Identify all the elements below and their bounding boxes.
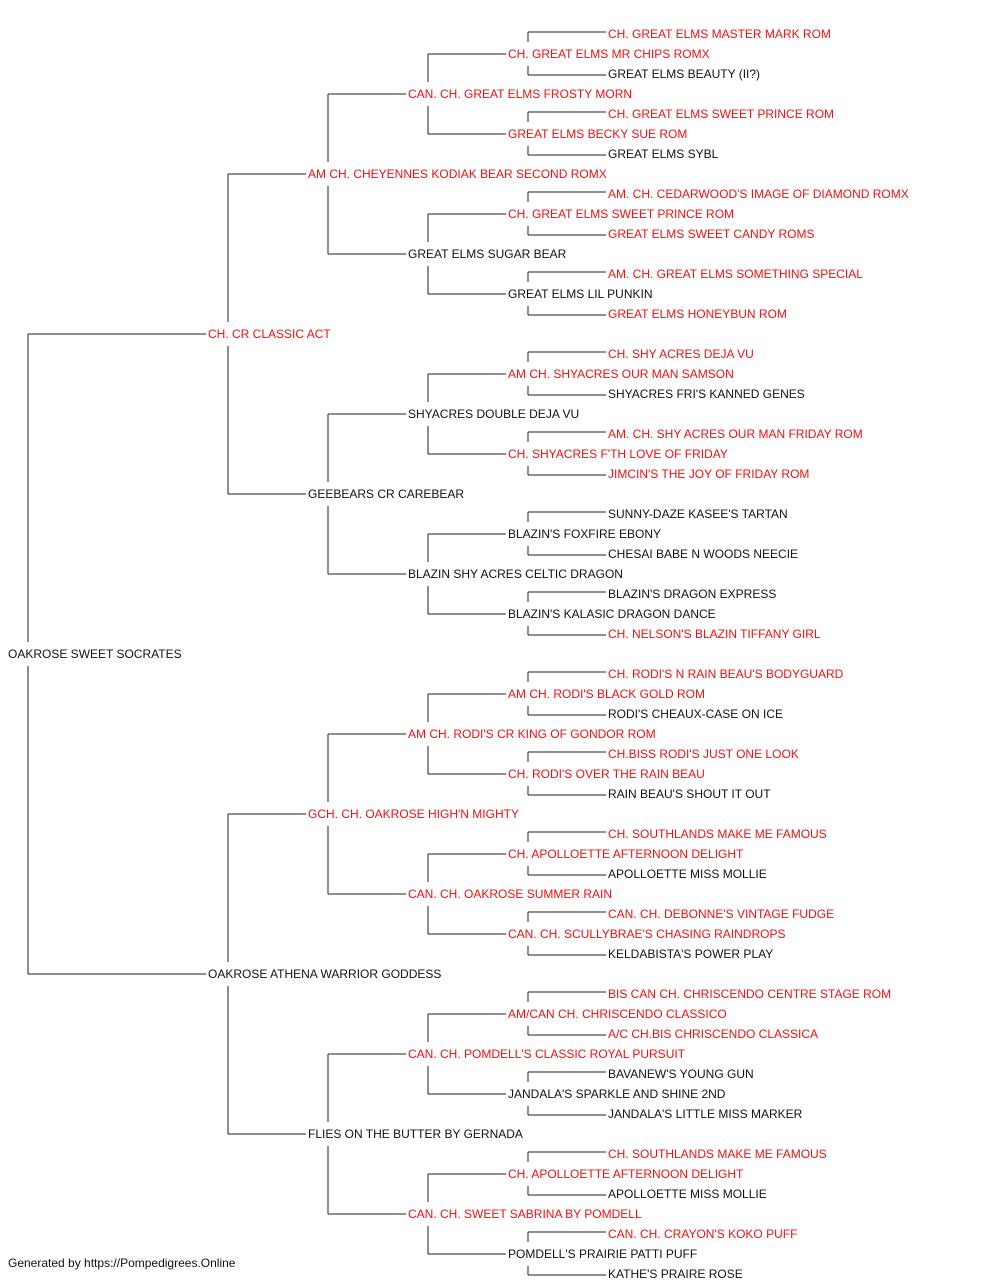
ancestor-name: SUNNY-DAZE KASEE'S TARTAN	[608, 507, 788, 521]
ancestor-name: AM CH. SHYACRES OUR MAN SAMSON	[508, 367, 734, 381]
ancestor-name: POMDELL'S PRAIRIE PATTI PUFF	[508, 1247, 697, 1261]
ancestor-name: CAN. CH. CRAYON'S KOKO PUFF	[608, 1227, 797, 1241]
ancestor-name: CH. GREAT ELMS MASTER MARK ROM	[608, 27, 831, 41]
ancestor-name: GCH. CH. OAKROSE HIGH'N MIGHTY	[308, 807, 519, 821]
ancestor-name: AM CH. CHEYENNES KODIAK BEAR SECOND ROMX	[308, 167, 607, 181]
ancestor-name: CH. CR CLASSIC ACT	[208, 327, 331, 341]
ancestor-name: GREAT ELMS BEAUTY (II?)	[608, 67, 760, 81]
ancestor-name: CAN. CH. SWEET SABRINA BY POMDELL	[408, 1207, 642, 1221]
ancestor-name: CH. SOUTHLANDS MAKE ME FAMOUS	[608, 1147, 827, 1161]
ancestor-name: KATHE'S PRAIRE ROSE	[608, 1267, 743, 1280]
ancestor-name: GREAT ELMS SYBL	[608, 147, 719, 161]
ancestor-name: FLIES ON THE BUTTER BY GERNADA	[308, 1127, 523, 1141]
ancestor-name: APOLLOETTE MISS MOLLIE	[608, 867, 767, 881]
ancestor-name: AM/CAN CH. CHRISCENDO CLASSICO	[508, 1007, 727, 1021]
ancestor-name: GEEBEARS CR CAREBEAR	[308, 487, 464, 501]
ancestor-name: CH. GREAT ELMS MR CHIPS ROMX	[508, 47, 710, 61]
ancestor-name: SHYACRES DOUBLE DEJA VU	[408, 407, 579, 421]
ancestor-name: GREAT ELMS HONEYBUN ROM	[608, 307, 787, 321]
ancestor-name: OAKROSE ATHENA WARRIOR GODDESS	[208, 967, 441, 981]
ancestor-name: CAN. CH. GREAT ELMS FROSTY MORN	[408, 87, 632, 101]
ancestor-name: CH. RODI'S N RAIN BEAU'S BODYGUARD	[608, 667, 844, 681]
ancestor-name: JANDALA'S LITTLE MISS MARKER	[608, 1107, 803, 1121]
ancestor-name: RAIN BEAU'S SHOUT IT OUT	[608, 787, 771, 801]
ancestor-name: AM. CH. SHY ACRES OUR MAN FRIDAY ROM	[608, 427, 863, 441]
ancestor-name: CHESAI BABE N WOODS NEECIE	[608, 547, 798, 561]
ancestor-name: CAN. CH. POMDELL'S CLASSIC ROYAL PURSUIT	[408, 1047, 686, 1061]
ancestor-name: BAVANEW'S YOUNG GUN	[608, 1067, 754, 1081]
ancestor-name: BLAZIN SHY ACRES CELTIC DRAGON	[408, 567, 623, 581]
ancestor-name: CH. NELSON'S BLAZIN TIFFANY GIRL	[608, 627, 821, 641]
ancestor-name: AM CH. RODI'S CR KING OF GONDOR ROM	[408, 727, 656, 741]
ancestor-name: CH. RODI'S OVER THE RAIN BEAU	[508, 767, 705, 781]
ancestor-name: GREAT ELMS SWEET CANDY ROMS	[608, 227, 814, 241]
connector-lines	[27, 31, 606, 1276]
ancestor-name: SHYACRES FRI'S KANNED GENES	[608, 387, 805, 401]
subject-dog-name: OAKROSE SWEET SOCRATES	[8, 647, 182, 661]
ancestor-name: CH. SHYACRES F'TH LOVE OF FRIDAY	[508, 447, 728, 461]
ancestor-name: CH. GREAT ELMS SWEET PRINCE ROM	[508, 207, 734, 221]
ancestor-name: BLAZIN'S DRAGON EXPRESS	[608, 587, 776, 601]
ancestor-name: CAN. CH. DEBONNE'S VINTAGE FUDGE	[608, 907, 834, 921]
ancestor-name: GREAT ELMS LIL PUNKIN	[508, 287, 653, 301]
ancestor-name: GREAT ELMS BECKY SUE ROM	[508, 127, 687, 141]
ancestor-name: CH. APOLLOETTE AFTERNOON DELIGHT	[508, 847, 744, 861]
ancestor-name: GREAT ELMS SUGAR BEAR	[408, 247, 567, 261]
ancestor-name: AM. CH. CEDARWOOD'S IMAGE OF DIAMOND ROM…	[608, 187, 909, 201]
ancestor-name: AM CH. RODI'S BLACK GOLD ROM	[508, 687, 705, 701]
ancestor-name: CH. SOUTHLANDS MAKE ME FAMOUS	[608, 827, 827, 841]
ancestor-name: CAN. CH. SCULLYBRAE'S CHASING RAINDROPS	[508, 927, 785, 941]
footer-credit: Generated by https://Pompedigrees.Online	[8, 1256, 236, 1270]
ancestor-name: JIMCIN'S THE JOY OF FRIDAY ROM	[608, 467, 809, 481]
ancestor-name: CH. GREAT ELMS SWEET PRINCE ROM	[608, 107, 834, 121]
ancestor-name: CAN. CH. OAKROSE SUMMER RAIN	[408, 887, 612, 901]
ancestor-name: A/C CH.BIS CHRISCENDO CLASSICA	[608, 1027, 818, 1041]
ancestor-name: BLAZIN'S KALASIC DRAGON DANCE	[508, 607, 716, 621]
pedigree-names: OAKROSE SWEET SOCRATES CH. CR CLASSIC ACT…	[8, 27, 909, 1280]
ancestor-name: BIS CAN CH. CHRISCENDO CENTRE STAGE ROM	[608, 987, 891, 1001]
ancestor-name: CH.BISS RODI'S JUST ONE LOOK	[608, 747, 799, 761]
ancestor-name: BLAZIN'S FOXFIRE EBONY	[508, 527, 661, 541]
ancestor-name: CH. SHY ACRES DEJA VU	[608, 347, 754, 361]
ancestor-name: CH. APOLLOETTE AFTERNOON DELIGHT	[508, 1167, 744, 1181]
ancestor-name: KELDABISTA'S POWER PLAY	[608, 947, 773, 961]
ancestor-name: APOLLOETTE MISS MOLLIE	[608, 1187, 767, 1201]
ancestor-name: RODI'S CHEAUX-CASE ON ICE	[608, 707, 783, 721]
ancestor-name: AM. CH. GREAT ELMS SOMETHING SPECIAL	[608, 267, 863, 281]
ancestor-name: JANDALA'S SPARKLE AND SHINE 2ND	[508, 1087, 726, 1101]
